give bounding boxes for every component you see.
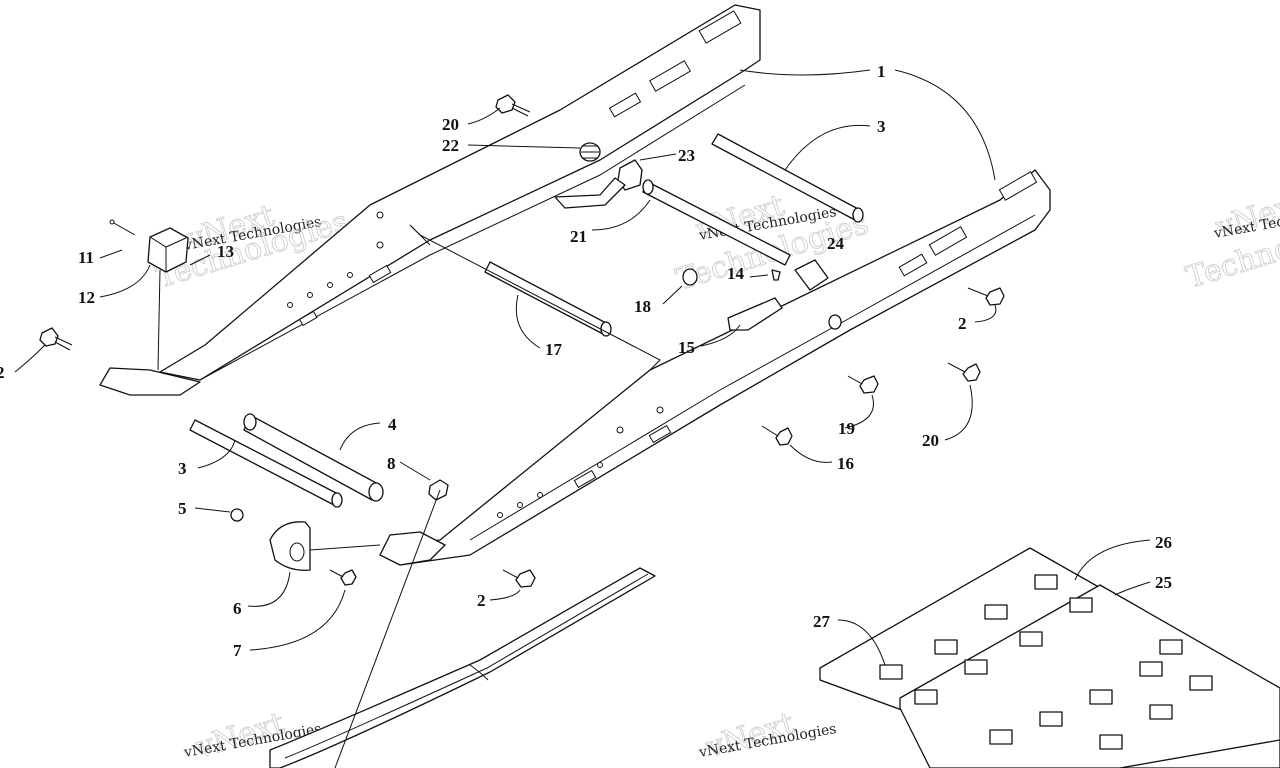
callout-5: 5 [178,499,187,518]
callout-12: 12 [78,288,95,307]
callout-labels: 1 2 2 2 3 3 4 5 6 7 8 11 12 13 14 15 16 … [0,62,1172,660]
callout-24: 24 [827,234,845,253]
callout-2: 2 [958,314,967,333]
bolt-7 [329,569,357,586]
callout-2: 2 [0,363,5,382]
callout-16: 16 [837,454,854,473]
callout-15: 15 [678,338,695,357]
callout-2: 2 [477,591,486,610]
callout-6: 6 [233,599,242,618]
callout-27: 27 [813,612,831,631]
rear-end-front [379,531,446,566]
leader-lines [14,69,1151,768]
callout-4: 4 [388,415,397,434]
bolts [39,94,1005,588]
frame-rail-back [159,4,761,381]
small-parts [109,142,842,571]
callout-18: 18 [634,297,651,316]
callout-7: 7 [233,641,242,660]
callout-17: 17 [545,340,563,359]
track-lugs [879,574,1213,750]
callout-25: 25 [1155,573,1172,592]
track-section [819,547,1280,768]
callout-19: 19 [838,419,855,438]
bolt-2-right [967,287,1005,306]
callout-14: 14 [727,264,745,283]
frame-rail-front [384,169,1051,566]
callout-21: 21 [570,227,587,246]
cross-shafts [189,133,864,508]
slide-rail [269,567,656,768]
callout-3: 3 [877,117,886,136]
rear-end-back [99,367,201,396]
bolt-20-right [947,362,981,382]
callout-13: 13 [217,242,234,261]
callout-1: 1 [877,62,886,81]
callout-8: 8 [387,454,396,473]
bolt-2-left [39,327,73,351]
callout-3: 3 [178,459,187,478]
callout-20: 20 [922,431,939,450]
bolt-2-front [502,569,536,588]
callout-20: 20 [442,115,459,134]
bolt-16 [761,425,793,446]
bolt-20-upper [495,94,531,117]
callout-11: 11 [78,248,94,267]
callout-26: 26 [1155,533,1172,552]
bolt-19 [847,375,879,394]
callout-22: 22 [442,136,459,155]
callout-23: 23 [678,146,695,165]
